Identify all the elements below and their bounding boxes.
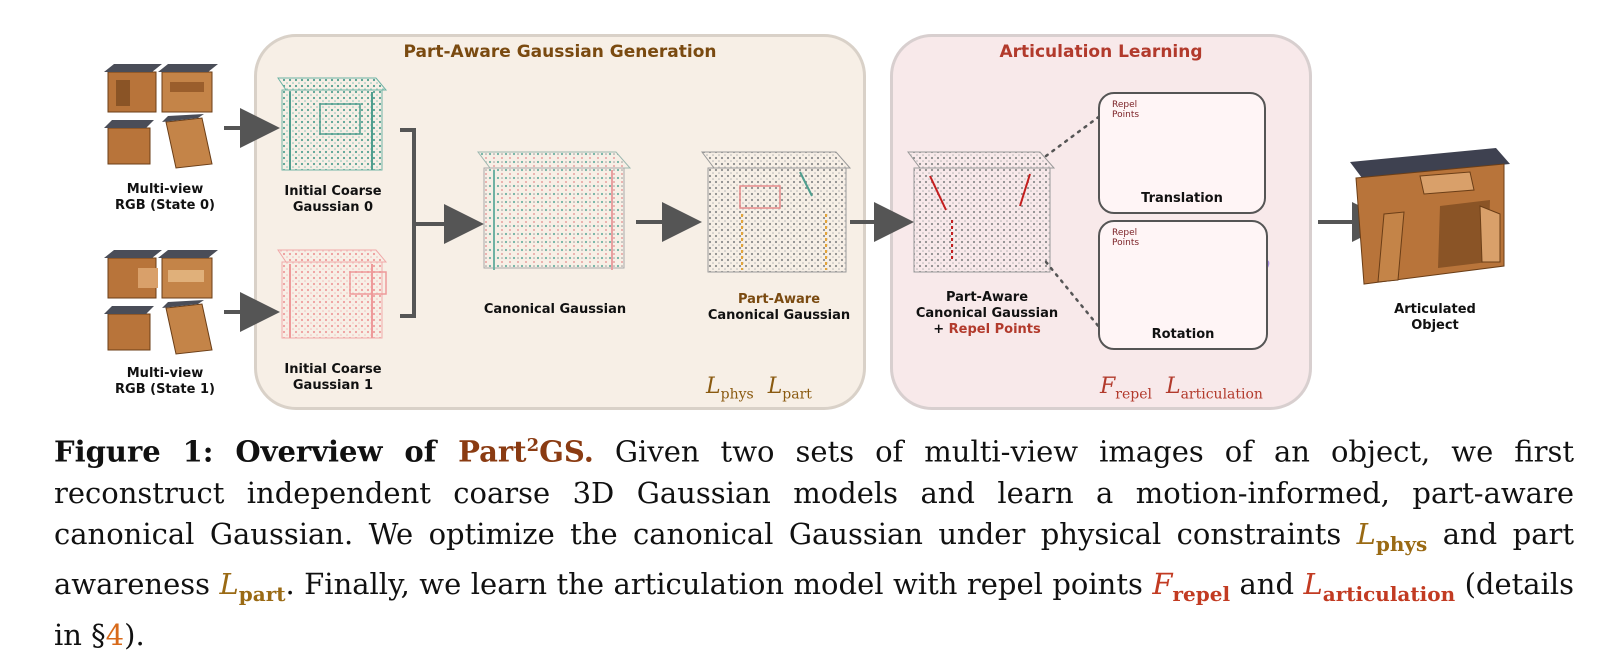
caption-text-6: ). [124,618,145,653]
pipeline-diagram [104,64,1510,355]
caption-prefix: Figure 1: Overview of [54,434,459,469]
caption-lart: L [1303,567,1323,602]
rotation-card: Repel Points Rotation [1098,220,1268,350]
coarse-gaussian-0 [277,77,388,171]
part-aware-canonical-gaussian [701,151,852,273]
repel-legend-rotation: Repel Points [1112,228,1139,248]
repel-legend-line2: Points [1112,238,1140,248]
repel-points-label: Repel Points [948,322,1041,337]
translation-card: Repel Points Translation [1098,92,1266,214]
caption-text-4: and [1230,567,1304,602]
coarse-gaussian-1 [277,249,388,339]
repel-canonical-gaussian [907,151,1056,273]
generation-panel-title: Part-Aware Gaussian Generation [403,42,717,62]
rotation-label: Rotation [1151,327,1215,342]
figure-caption: Figure 1: Overview of Part2GS. Given two… [54,434,1574,653]
canonical-gaussian [477,151,632,270]
caption-lpart: L [219,567,239,602]
loss-phys-part: Lphys Lpart [706,374,812,403]
loss-repel-articulation: Frepel Larticulation [1100,374,1263,403]
articulated-object [1350,148,1510,285]
translation-label: Translation [1141,191,1223,206]
caption-frepel: F [1152,567,1173,602]
caption-text-1: Given two sets of multi-view images of a… [54,434,1574,551]
repel-legend-line1: Repel [1112,228,1138,238]
caption-text-3: . Finally, we learn the articulation mod… [285,567,1153,602]
caption-text-2: and part awareness [54,516,1574,602]
repel-legend-line2: Points [1112,110,1140,120]
input-images-state0 [104,64,218,169]
repel-legend-line1: Repel [1112,100,1138,110]
canonical-gaussian-label: Canonical Gaussian [483,302,627,317]
repel-legend-translation: Repel Points [1112,100,1139,120]
input-images-state1 [104,250,218,355]
articulation-panel-title: Articulation Learning [999,42,1203,62]
caption-lphys: L [1356,516,1376,551]
brand-part: Part [458,434,527,469]
brand-sup: 2 [526,435,540,456]
brand-gs: GS. [539,434,594,469]
caption-ref: 4 [105,618,125,653]
